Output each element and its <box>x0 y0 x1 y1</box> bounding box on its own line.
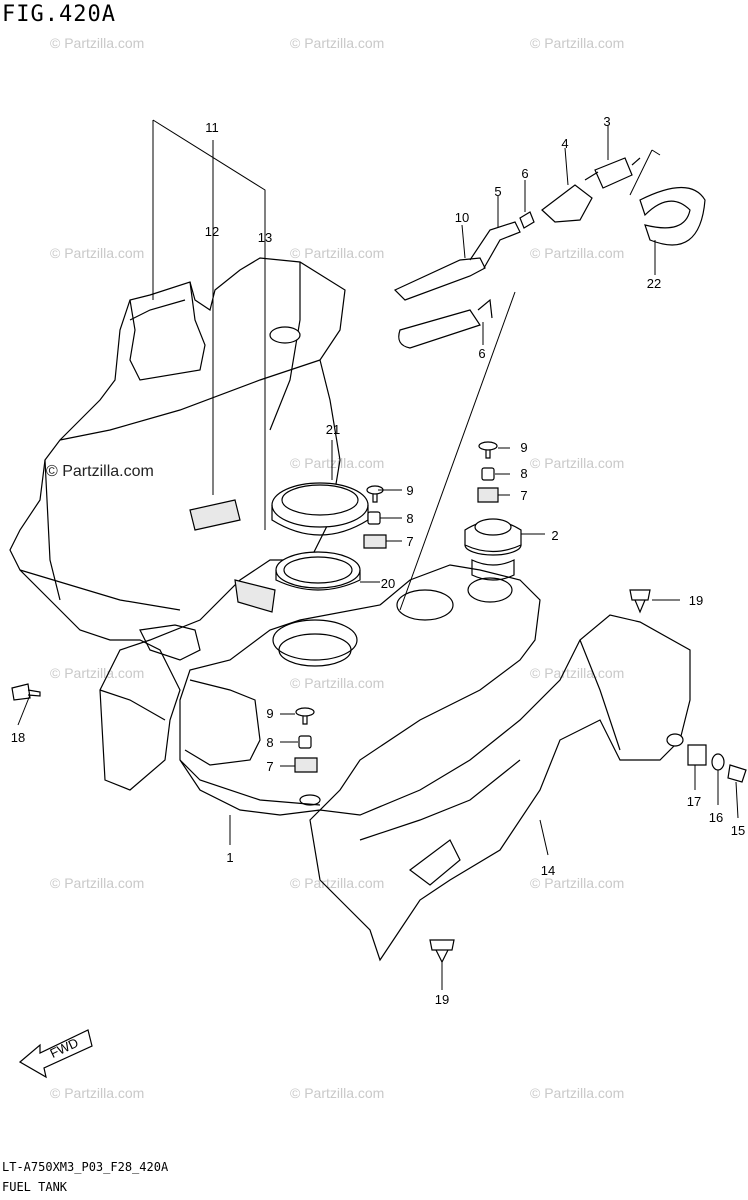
callout-20: 20 <box>381 576 395 591</box>
left-side-cover <box>9 257 346 791</box>
callout-21: 21 <box>326 422 340 437</box>
breather-hose-assembly <box>393 157 706 349</box>
watermark: © Partzilla.com <box>530 35 624 51</box>
side-bolt-18 <box>11 683 41 701</box>
callouts: 1 2 3 4 5 6 6 7 7 7 8 8 8 9 9 9 10 11 12… <box>11 114 745 1007</box>
watermark: © Partzilla.com <box>530 1085 624 1101</box>
watermark: © Partzilla.com <box>50 1085 144 1101</box>
callout-1: 1 <box>226 850 233 865</box>
callout-19-upper: 19 <box>689 593 703 608</box>
callout-8-b: 8 <box>520 466 527 481</box>
callout-22: 22 <box>647 276 661 291</box>
callout-7-b: 7 <box>520 488 527 503</box>
watermark: © Partzilla.com <box>290 35 384 51</box>
model-code: LT-A750XM3_P03_F28_420A <box>2 1160 169 1174</box>
callout-9-a: 9 <box>406 483 413 498</box>
callout-7-a: 7 <box>406 534 413 549</box>
callout-9-c: 9 <box>266 706 273 721</box>
watermark: © Partzilla.com <box>290 455 384 471</box>
side-bolt-15-16-17 <box>687 744 747 783</box>
watermark: © Partzilla.com <box>530 455 624 471</box>
callout-5: 5 <box>494 184 501 199</box>
push-clip-lower <box>429 939 455 964</box>
watermark: © Partzilla.com <box>290 875 384 891</box>
callout-4: 4 <box>561 136 568 151</box>
callout-8-a: 8 <box>406 511 413 526</box>
callout-3: 3 <box>603 114 610 129</box>
watermark: © Partzilla.com <box>290 245 384 261</box>
watermark: © Partzilla.com <box>50 245 144 261</box>
figure-name: FUEL TANK <box>2 1180 68 1194</box>
watermark: © Partzilla.com <box>290 675 384 691</box>
figure-title: FIG.420A <box>2 2 116 27</box>
callout-13: 13 <box>258 230 272 245</box>
bolt-cluster-upper <box>363 485 387 549</box>
callout-2: 2 <box>551 528 558 543</box>
callout-8-c: 8 <box>266 735 273 750</box>
fuel-cap <box>464 518 522 581</box>
callout-17: 17 <box>687 794 701 809</box>
callout-15: 15 <box>731 823 745 838</box>
fuel-pump-ring <box>271 482 369 536</box>
bolt-cluster-lower <box>294 707 318 773</box>
callout-11: 11 <box>205 120 219 135</box>
watermark: © Partzilla.com <box>50 665 144 681</box>
right-side-cover <box>309 614 691 962</box>
callout-10: 10 <box>455 210 469 225</box>
callout-14: 14 <box>541 863 555 878</box>
callout-9-b: 9 <box>520 440 527 455</box>
push-clip-upper <box>629 589 651 614</box>
callout-6-lower: 6 <box>478 346 485 361</box>
leader-lines <box>17 119 739 990</box>
gasket <box>275 551 361 591</box>
watermark: © Partzilla.com <box>530 665 624 681</box>
callout-19-lower: 19 <box>435 992 449 1007</box>
watermark: © Partzilla.com <box>530 245 624 261</box>
callout-6-upper: 6 <box>521 166 528 181</box>
callout-12: 12 <box>205 224 219 239</box>
fuel-tank <box>179 564 541 816</box>
callout-16: 16 <box>709 810 723 825</box>
bolt-cluster-right <box>477 441 499 503</box>
watermark: © Partzilla.com <box>290 1085 384 1101</box>
callout-7-c: 7 <box>266 759 273 774</box>
callout-18: 18 <box>11 730 25 745</box>
watermark-prominent: © Partzilla.com <box>46 463 154 480</box>
fwd-arrow: FWD <box>18 1029 93 1079</box>
watermark: © Partzilla.com <box>50 875 144 891</box>
watermark: © Partzilla.com <box>50 35 144 51</box>
watermarks: © Partzilla.com © Partzilla.com © Partzi… <box>46 35 624 1101</box>
watermark: © Partzilla.com <box>530 875 624 891</box>
